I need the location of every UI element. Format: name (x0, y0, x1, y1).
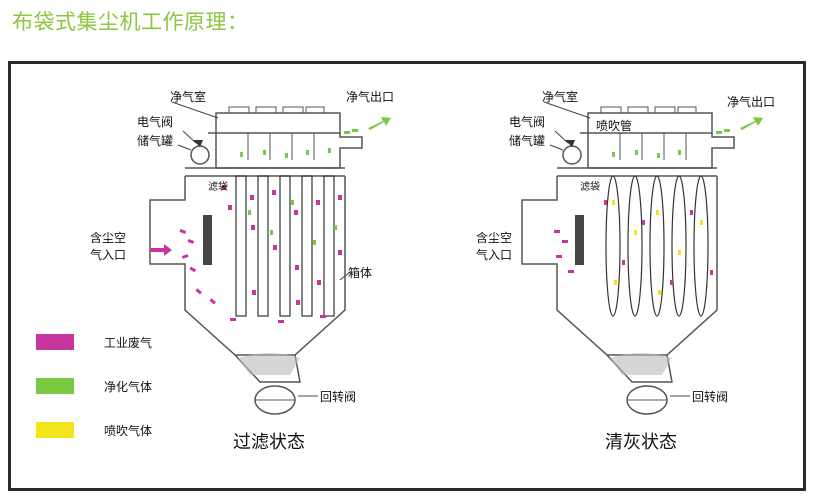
gas-tank-label: 储气罐 (137, 134, 174, 148)
dusty-inlet-label-2: 气入口 (90, 248, 127, 262)
filter-bag-label-right: 滤袋 (580, 182, 600, 193)
solenoid-valve-label: 电气阀 (137, 115, 174, 129)
legend-label-purified-gas: 净化气体 (104, 380, 153, 394)
rotary-valve-label-right: 回转阀 (692, 390, 729, 404)
dusty-inlet-label-right-1: 含尘空 (476, 231, 513, 245)
diagram-frame (8, 61, 806, 491)
legend-swatch-industrial-exhaust (36, 334, 74, 350)
filter-state-diagram (149, 106, 391, 415)
cleaning-state-title: 清灰状态 (605, 432, 677, 453)
filter-bag-label: 滤袋 (208, 182, 228, 193)
filter-state-title: 过滤状态 (233, 432, 305, 453)
clean-chamber-label-right: 净气室 (542, 90, 579, 104)
cleaning-state-diagram (521, 106, 763, 415)
gas-tank-label-right: 储气罐 (509, 134, 546, 148)
solenoid-valve-label-right: 电气阀 (509, 115, 546, 129)
clean-chamber-label: 净气室 (170, 90, 207, 104)
housing-label: 箱体 (348, 266, 373, 280)
page-title: 布袋式集尘机工作原理： (12, 10, 249, 34)
clean-air-outlet-label-right: 净气出口 (727, 95, 776, 109)
dusty-inlet-label-right-2: 气入口 (476, 248, 513, 262)
legend-label-blowing-gas: 喷吹气体 (104, 424, 153, 438)
dusty-inlet-label-1: 含尘空 (90, 231, 127, 245)
clean-air-outlet-label: 净气出口 (346, 90, 395, 104)
legend-swatch-blowing-gas (36, 422, 74, 438)
legend-swatch-purified-gas (36, 378, 74, 394)
blow-pipe-label: 喷吹管 (596, 119, 633, 133)
legend-label-industrial-exhaust: 工业废气 (104, 336, 153, 350)
rotary-valve-label: 回转阀 (320, 390, 357, 404)
